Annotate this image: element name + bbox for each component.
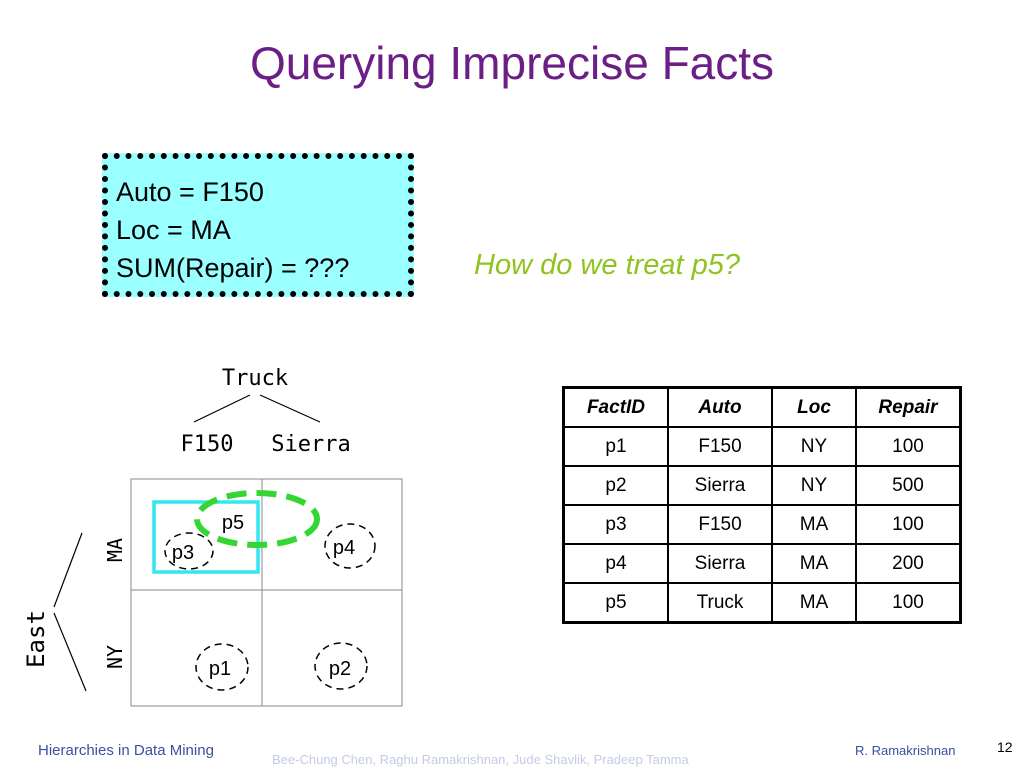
header-loc: Loc	[771, 386, 857, 428]
cell-auto: Truck	[667, 582, 773, 624]
hierarchy-diagram: Truck F150 Sierra East MA NY p3 p4 p5 p1…	[22, 366, 403, 707]
table-row: p2 Sierra NY 500	[562, 465, 962, 506]
region-edge-top	[53, 532, 83, 608]
cell-loc: MA	[771, 504, 857, 545]
point-p1-label: p1	[209, 658, 231, 680]
table-row: p5 Truck MA 100	[562, 582, 962, 624]
table-row: p3 F150 MA 100	[562, 504, 962, 545]
cell-auto: Sierra	[667, 465, 773, 506]
table-row: p4 Sierra MA 200	[562, 543, 962, 584]
grid-outline	[130, 478, 403, 707]
query-line-loc: Loc = MA	[116, 215, 231, 245]
hierarchy-edge-right	[259, 394, 321, 423]
cell-loc: MA	[771, 582, 857, 624]
point-p4-outline	[324, 523, 376, 569]
cell-auto: F150	[667, 426, 773, 467]
cell-repair: 100	[855, 426, 962, 467]
point-p5-label: p5	[222, 512, 244, 534]
page-number: 12	[997, 739, 1013, 755]
cell-factid: p2	[562, 465, 669, 506]
facts-table: FactID Auto Loc Repair p1 F150 NY 100 p2…	[562, 386, 962, 624]
point-p3-outline	[164, 532, 214, 570]
row-label-ny: NY	[103, 645, 127, 669]
header-auto: Auto	[667, 386, 773, 428]
row-label-ma: MA	[103, 538, 127, 562]
cell-loc: NY	[771, 465, 857, 506]
cell-repair: 100	[855, 504, 962, 545]
point-p2-label: p2	[329, 658, 351, 680]
region-edge-bottom	[53, 612, 87, 692]
footer-right: R. Ramakrishnan	[855, 743, 956, 758]
cell-auto: Sierra	[667, 543, 773, 584]
header-repair: Repair	[855, 386, 962, 428]
point-p1-outline	[195, 643, 249, 691]
header-factid: FactID	[562, 386, 669, 428]
table-row: p1 F150 NY 100	[562, 426, 962, 467]
cell-loc: MA	[771, 543, 857, 584]
point-p5-outline	[194, 490, 320, 548]
hierarchy-child-sierra: Sierra	[271, 432, 350, 457]
cell-loc: NY	[771, 426, 857, 467]
hierarchy-edge-left	[193, 394, 251, 423]
cell-repair: 100	[855, 582, 962, 624]
slide-title: Querying Imprecise Facts	[249, 37, 775, 89]
cell-auto: F150	[667, 504, 773, 545]
footer-left: Hierarchies in Data Mining	[38, 742, 214, 759]
query-line-sum: SUM(Repair) = ???	[116, 253, 350, 283]
region-label-east: East	[22, 610, 50, 668]
hierarchy-root-label: Truck	[222, 366, 288, 391]
cell-factid: p1	[562, 426, 669, 467]
cell-factid: p4	[562, 543, 669, 584]
query-box: Auto = F150 Loc = MA SUM(Repair) = ???	[102, 153, 414, 297]
question-text: How do we treat p5?	[474, 249, 740, 281]
point-p3-label: p3	[172, 542, 194, 564]
cell-factid: p3	[562, 504, 669, 545]
point-p2-outline	[314, 642, 368, 690]
cell-factid: p5	[562, 582, 669, 624]
query-line-auto: Auto = F150	[116, 177, 264, 207]
hierarchy-child-f150: F150	[181, 432, 234, 457]
point-p4-label: p4	[333, 537, 355, 559]
footer-authors: Bee-Chung Chen, Raghu Ramakrishnan, Jude…	[272, 752, 689, 767]
cell-repair: 500	[855, 465, 962, 506]
cell-repair: 200	[855, 543, 962, 584]
table-header-row: FactID Auto Loc Repair	[562, 386, 962, 428]
